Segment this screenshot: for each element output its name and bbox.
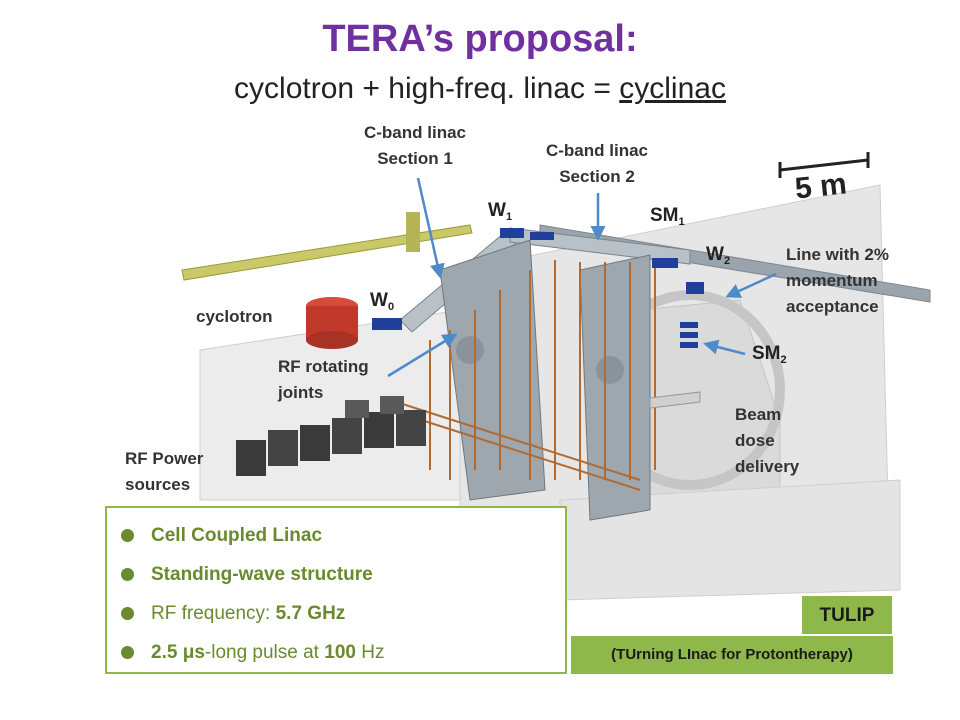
label-beam-1: Beam xyxy=(735,405,782,424)
label-sm1: SM1 xyxy=(650,205,685,228)
magnet-w0 xyxy=(372,318,402,330)
joint-right xyxy=(596,356,624,384)
label-sm2: SM2 xyxy=(752,343,787,366)
features-list: Cell Coupled Linac Standing-wave structu… xyxy=(117,516,565,672)
label-w2: W2 xyxy=(706,244,731,267)
magnet-sm2-a xyxy=(680,322,698,328)
label-w1: W1 xyxy=(488,200,513,223)
support-column-right xyxy=(579,254,651,521)
tulip-badge: TULIP xyxy=(802,596,892,634)
subtitle-text: cyclotron + high-freq. linac = xyxy=(234,72,620,105)
label-beam-3: delivery xyxy=(735,457,800,476)
label-line-1: Line with 2% xyxy=(786,245,889,264)
feature-item: Cell Coupled Linac xyxy=(117,516,565,555)
slide-subtitle: cyclotron + high-freq. linac = cyclinac xyxy=(0,72,960,106)
label-rf-rotating-joints: RF rotating joints xyxy=(278,354,369,406)
label-cband2-line2: Section 2 xyxy=(559,167,635,186)
magnet-sm2-b xyxy=(680,332,698,338)
label-cband1-line1: C-band linac xyxy=(363,123,466,142)
magnet-w1 xyxy=(500,228,524,238)
label-cband1-line2: Section 1 xyxy=(377,149,453,168)
features-box: Cell Coupled Linac Standing-wave structu… xyxy=(105,506,567,674)
label-rfp-2: sources xyxy=(125,475,191,494)
feature-item: Standing-wave structure xyxy=(117,555,565,594)
annotation-arrows xyxy=(387,177,777,378)
label-rfp-1: RF Power xyxy=(125,449,204,468)
overhead-crane xyxy=(181,224,473,281)
bullet-dot xyxy=(121,568,134,581)
label-cband-section2: C-band linac Section 2 xyxy=(527,138,667,190)
bullet-dot xyxy=(121,607,134,620)
bullet-dot xyxy=(121,646,134,659)
feature-item: 2.5 μs-long pulse at 100 Hz xyxy=(117,633,565,672)
rf-power-sources xyxy=(236,396,426,476)
scale-bar xyxy=(778,152,870,178)
magnet-linac xyxy=(530,232,554,240)
label-beam-2: dose xyxy=(735,431,775,450)
crane-support xyxy=(406,212,420,252)
label-beam-dose-delivery: Beam dose delivery xyxy=(735,402,799,480)
tulip-full-name: (TUrning LInac for Protontherapy) xyxy=(571,636,893,674)
label-line-3: acceptance xyxy=(786,297,879,316)
label-rf-rot-2: joints xyxy=(278,383,324,402)
patient-couch xyxy=(649,391,701,409)
cyclotron-bottom xyxy=(306,331,358,349)
slide-title: TERA’s proposal: xyxy=(322,18,638,60)
feature-item: RF frequency: 5.7 GHz xyxy=(117,594,565,633)
scale-label: 5 m xyxy=(793,167,849,206)
label-cband-section1: C-band linac Section 1 xyxy=(345,120,485,172)
subtitle-underlined: cyclinac xyxy=(619,72,726,105)
waveguides xyxy=(389,260,656,491)
joint-left xyxy=(456,336,484,364)
label-cband2-line1: C-band linac xyxy=(545,141,648,160)
label-transfer-line: Line with 2% momentum acceptance xyxy=(786,242,889,320)
label-w0: W0 xyxy=(370,290,395,313)
magnet-w2 xyxy=(686,282,704,294)
magnet-sm2-c xyxy=(680,342,698,348)
bullet-dot xyxy=(121,529,134,542)
label-rf-rot-1: RF rotating xyxy=(278,357,369,376)
label-line-2: momentum xyxy=(786,271,878,290)
label-rf-power-sources: RF Power sources xyxy=(125,446,203,498)
label-cyclotron: cyclotron xyxy=(196,307,273,326)
magnet-sm1 xyxy=(652,258,678,268)
